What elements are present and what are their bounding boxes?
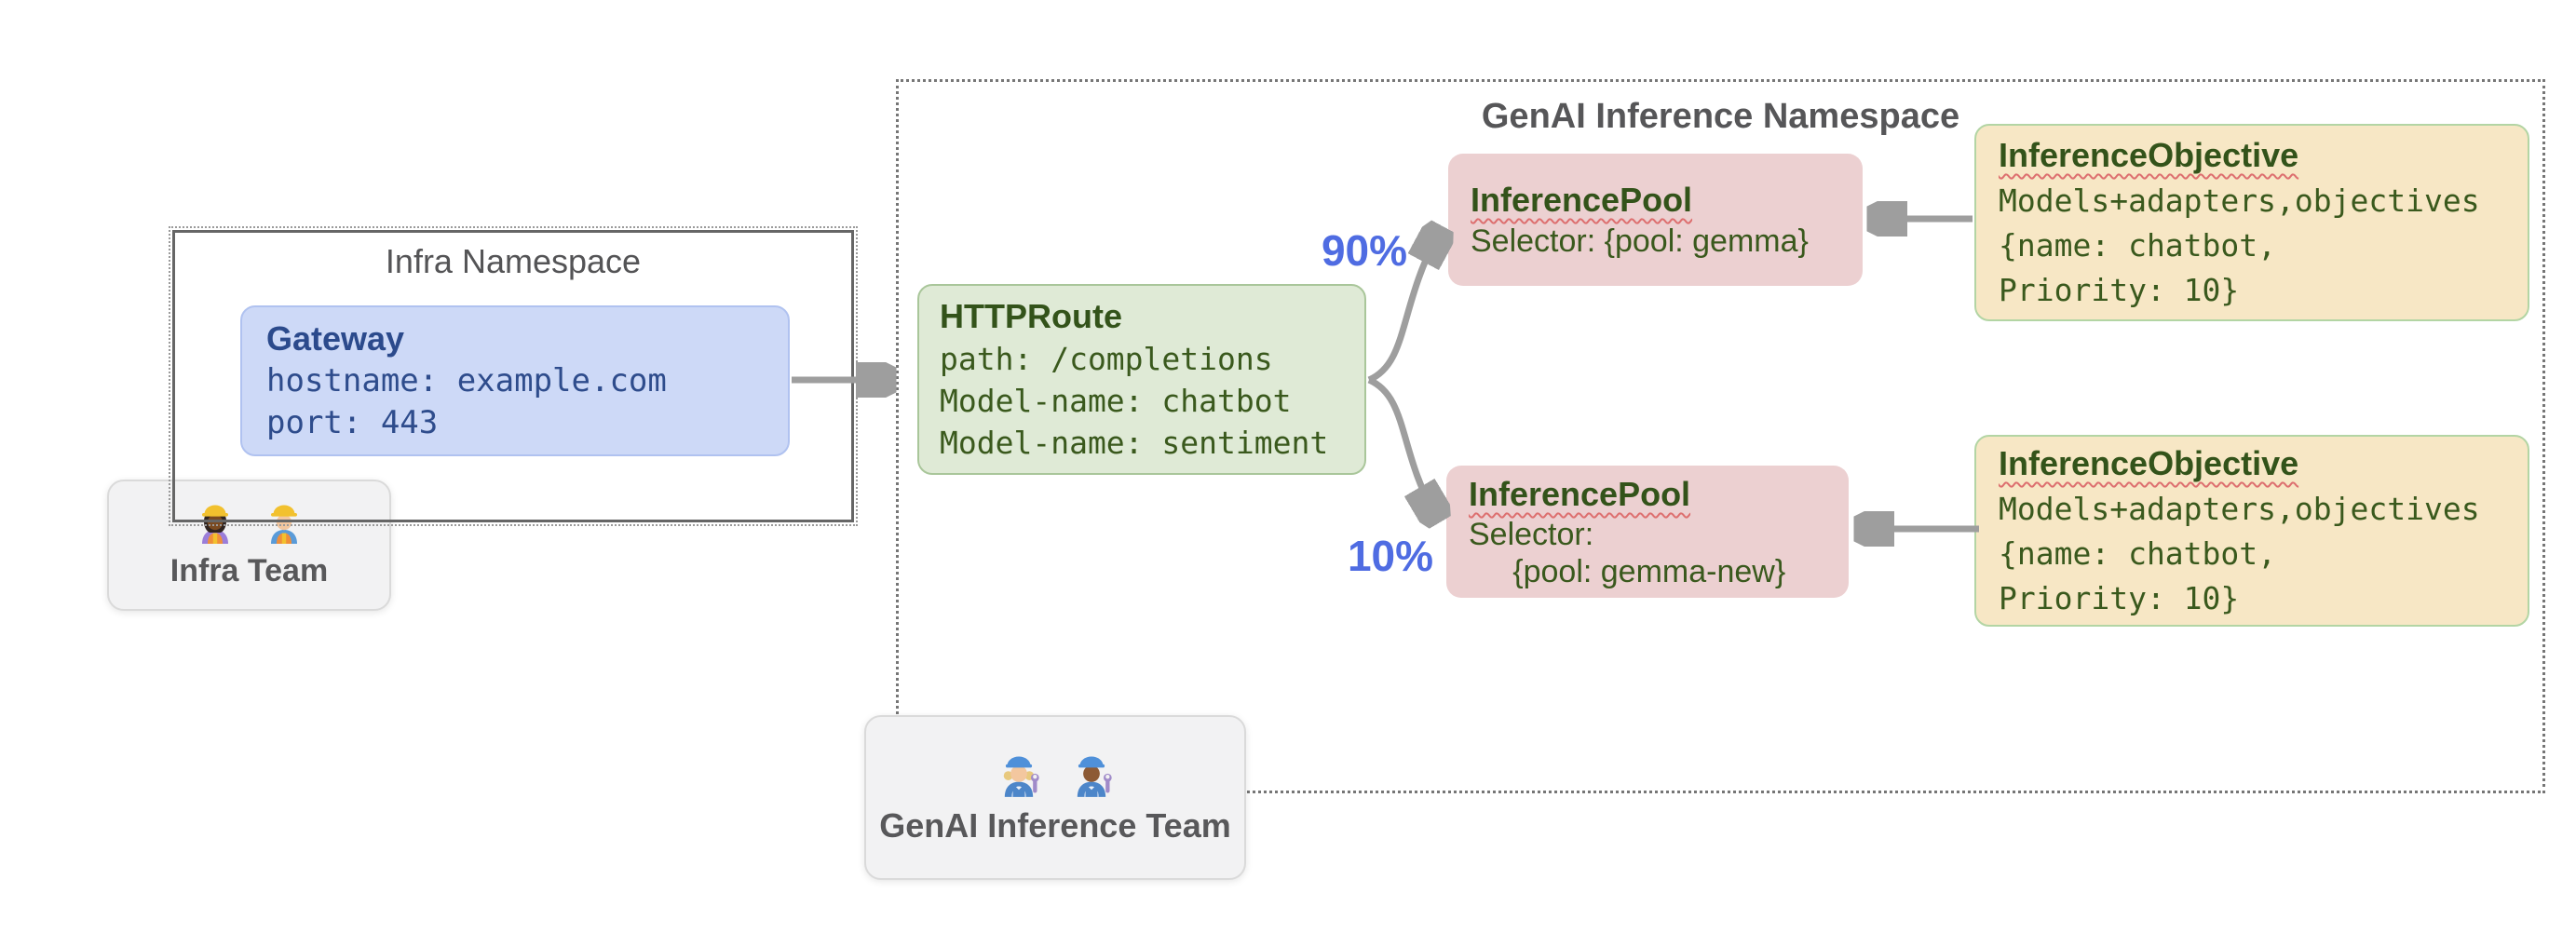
infra-namespace-title: Infra Namespace: [385, 242, 642, 280]
gateway-port: port: 443: [266, 404, 439, 441]
httproute-path: path: /completions: [940, 341, 1273, 377]
traffic-split-90-label: 90%: [1321, 226, 1408, 275]
inference-pool-gemma-card: InferencePool Selector: {pool: gemma}: [1448, 154, 1863, 286]
infra-team-label: Infra Team: [169, 553, 329, 588]
inference-pool-gemma-title: InferencePool: [1471, 181, 1693, 219]
traffic-split-10-label: 10%: [1347, 532, 1434, 580]
httproute-model-chatbot: Model-name: chatbot: [940, 383, 1292, 419]
inference-objective-bottom-card: InferenceObjective Models+adapters,objec…: [1974, 435, 2529, 627]
httproute-card: HTTPRoute path: /completions Model-name:…: [917, 284, 1366, 475]
inference-pool-gemma-new-selector-value: {pool: gemma-new}: [1469, 554, 1786, 589]
inference-pool-gemma-new-selector: Selector:: [1469, 517, 1594, 552]
inference-objective-top-priority: Priority: 10}: [1999, 272, 2240, 308]
inference-objective-top-name: {name: chatbot,: [1999, 227, 2277, 264]
httproute-title: HTTPRoute: [940, 297, 1122, 335]
inference-objective-bottom-name: {name: chatbot,: [1999, 535, 2277, 572]
genai-namespace-title: GenAI Inference Namespace: [1481, 97, 1960, 136]
inference-objective-top-title: InferenceObjective: [1999, 136, 2299, 174]
gateway-hostname: hostname: example.com: [266, 362, 667, 399]
inference-objective-top-models: Models+adapters,objectives: [1999, 183, 2480, 219]
genai-namespace-box: GenAI Inference Namespace: [896, 79, 2545, 793]
inference-pool-gemma-new-card: InferencePool Selector: {pool: gemma-new…: [1446, 466, 1849, 598]
inference-objective-bottom-models: Models+adapters,objectives: [1999, 491, 2480, 527]
gateway-card: Gateway hostname: example.com port: 443: [240, 305, 790, 456]
inference-objective-bottom-priority: Priority: 10}: [1999, 580, 2240, 616]
gateway-title: Gateway: [266, 319, 405, 358]
inference-objective-bottom-title: InferenceObjective: [1999, 444, 2299, 482]
genai-team-icons: [995, 750, 1116, 799]
genai-team-card: GenAI Inference Team: [864, 715, 1246, 880]
infra-namespace-box: Infra Namespace: [169, 226, 858, 526]
inference-pool-gemma-selector: Selector: {pool: gemma}: [1471, 223, 1809, 259]
man-construction-worker-icon: [270, 505, 297, 544]
httproute-model-sentiment: Model-name: sentiment: [940, 425, 1329, 461]
inference-pool-gemma-new-title: InferencePool: [1469, 475, 1691, 513]
inference-objective-top-card: InferenceObjective Models+adapters,objec…: [1974, 124, 2529, 321]
woman-mechanic-icon: [1003, 756, 1039, 797]
genai-team-label: GenAI Inference Team: [879, 805, 1231, 845]
man-mechanic-icon: [1077, 756, 1112, 797]
